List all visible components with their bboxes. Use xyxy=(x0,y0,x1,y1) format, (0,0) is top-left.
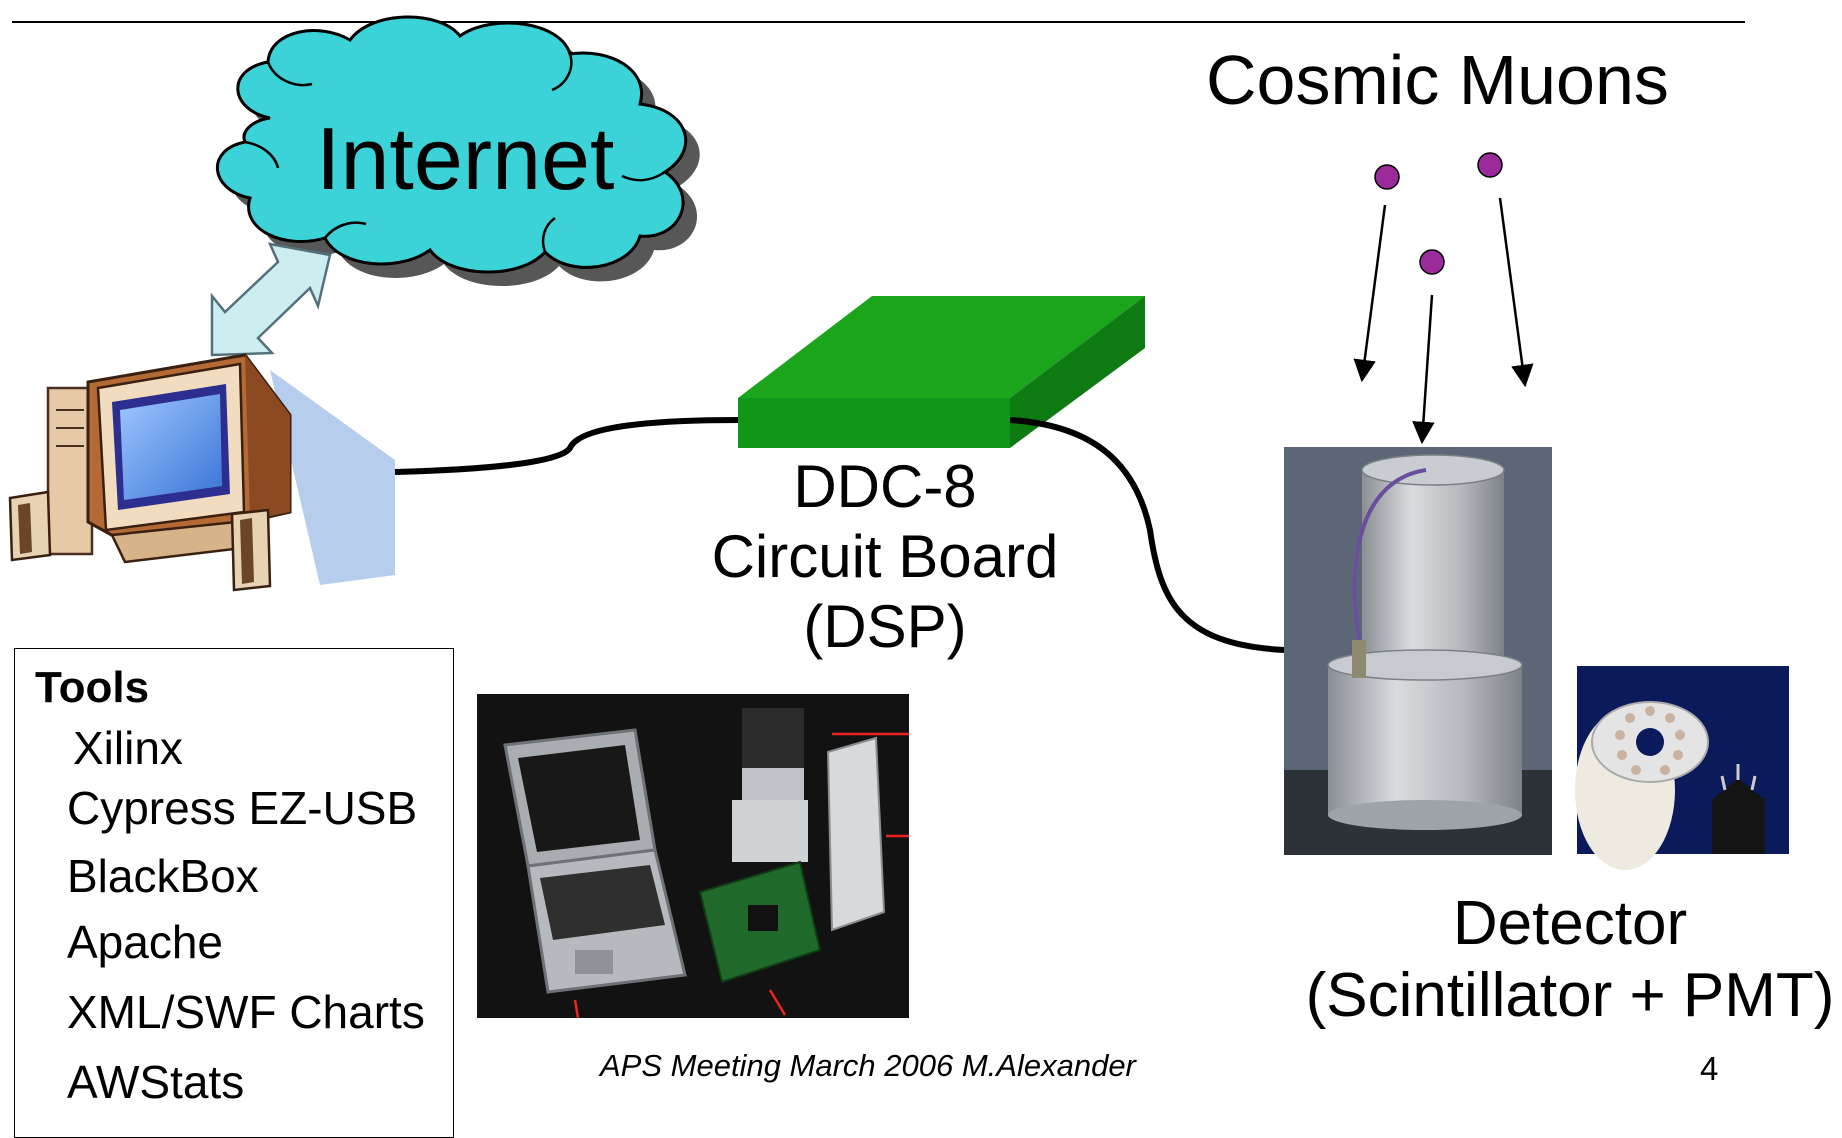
tools-box: Tools Xilinx Cypress EZ-USB BlackBox Apa… xyxy=(14,648,454,1138)
bidirectional-arrow-icon xyxy=(210,242,332,357)
tool-item: XML/SWF Charts xyxy=(67,986,425,1038)
internet-cloud-icon xyxy=(216,15,700,287)
cloud-label: Internet xyxy=(316,109,615,208)
tool-item: AWStats xyxy=(67,1056,245,1108)
board-label-line3: (DSP) xyxy=(803,593,967,660)
tool-item: Cypress EZ-USB xyxy=(67,782,418,834)
muon-particle-icon xyxy=(1419,249,1445,275)
board-label-line1: DDC-8 xyxy=(793,453,977,520)
tool-item: Xilinx xyxy=(73,722,183,774)
tool-item: Apache xyxy=(67,916,224,968)
setup-photo xyxy=(477,694,909,1019)
page-number: 4 xyxy=(1700,1050,1719,1087)
muon-particle-icon xyxy=(1374,164,1400,190)
circuit-board-icon xyxy=(738,296,1145,448)
desktop-computer-icon xyxy=(8,353,395,592)
detector-photo xyxy=(1284,447,1552,855)
tool-item: BlackBox xyxy=(67,850,259,902)
detector-label-line1: Detector xyxy=(1452,889,1688,958)
muon-particles xyxy=(1374,152,1503,275)
pmt-photo xyxy=(1575,666,1789,870)
board-label-line2: Circuit Board xyxy=(711,523,1059,590)
muon-particle-icon xyxy=(1477,152,1503,178)
cosmic-muons-title: Cosmic Muons xyxy=(1206,41,1669,119)
cable-computer-to-board xyxy=(394,417,741,475)
muon-trajectories xyxy=(1353,197,1534,445)
detector-label-line2: (Scintillator + PMT) xyxy=(1305,961,1835,1030)
cable-board-to-detector xyxy=(1009,417,1286,653)
tools-heading: Tools xyxy=(35,663,150,712)
detector-label: Detector (Scintillator + PMT) xyxy=(1270,888,1842,1032)
board-label: DDC-8 Circuit Board (DSP) xyxy=(640,452,1130,662)
footer-credit: APS Meeting March 2006 M.Alexander xyxy=(600,1048,1136,1083)
